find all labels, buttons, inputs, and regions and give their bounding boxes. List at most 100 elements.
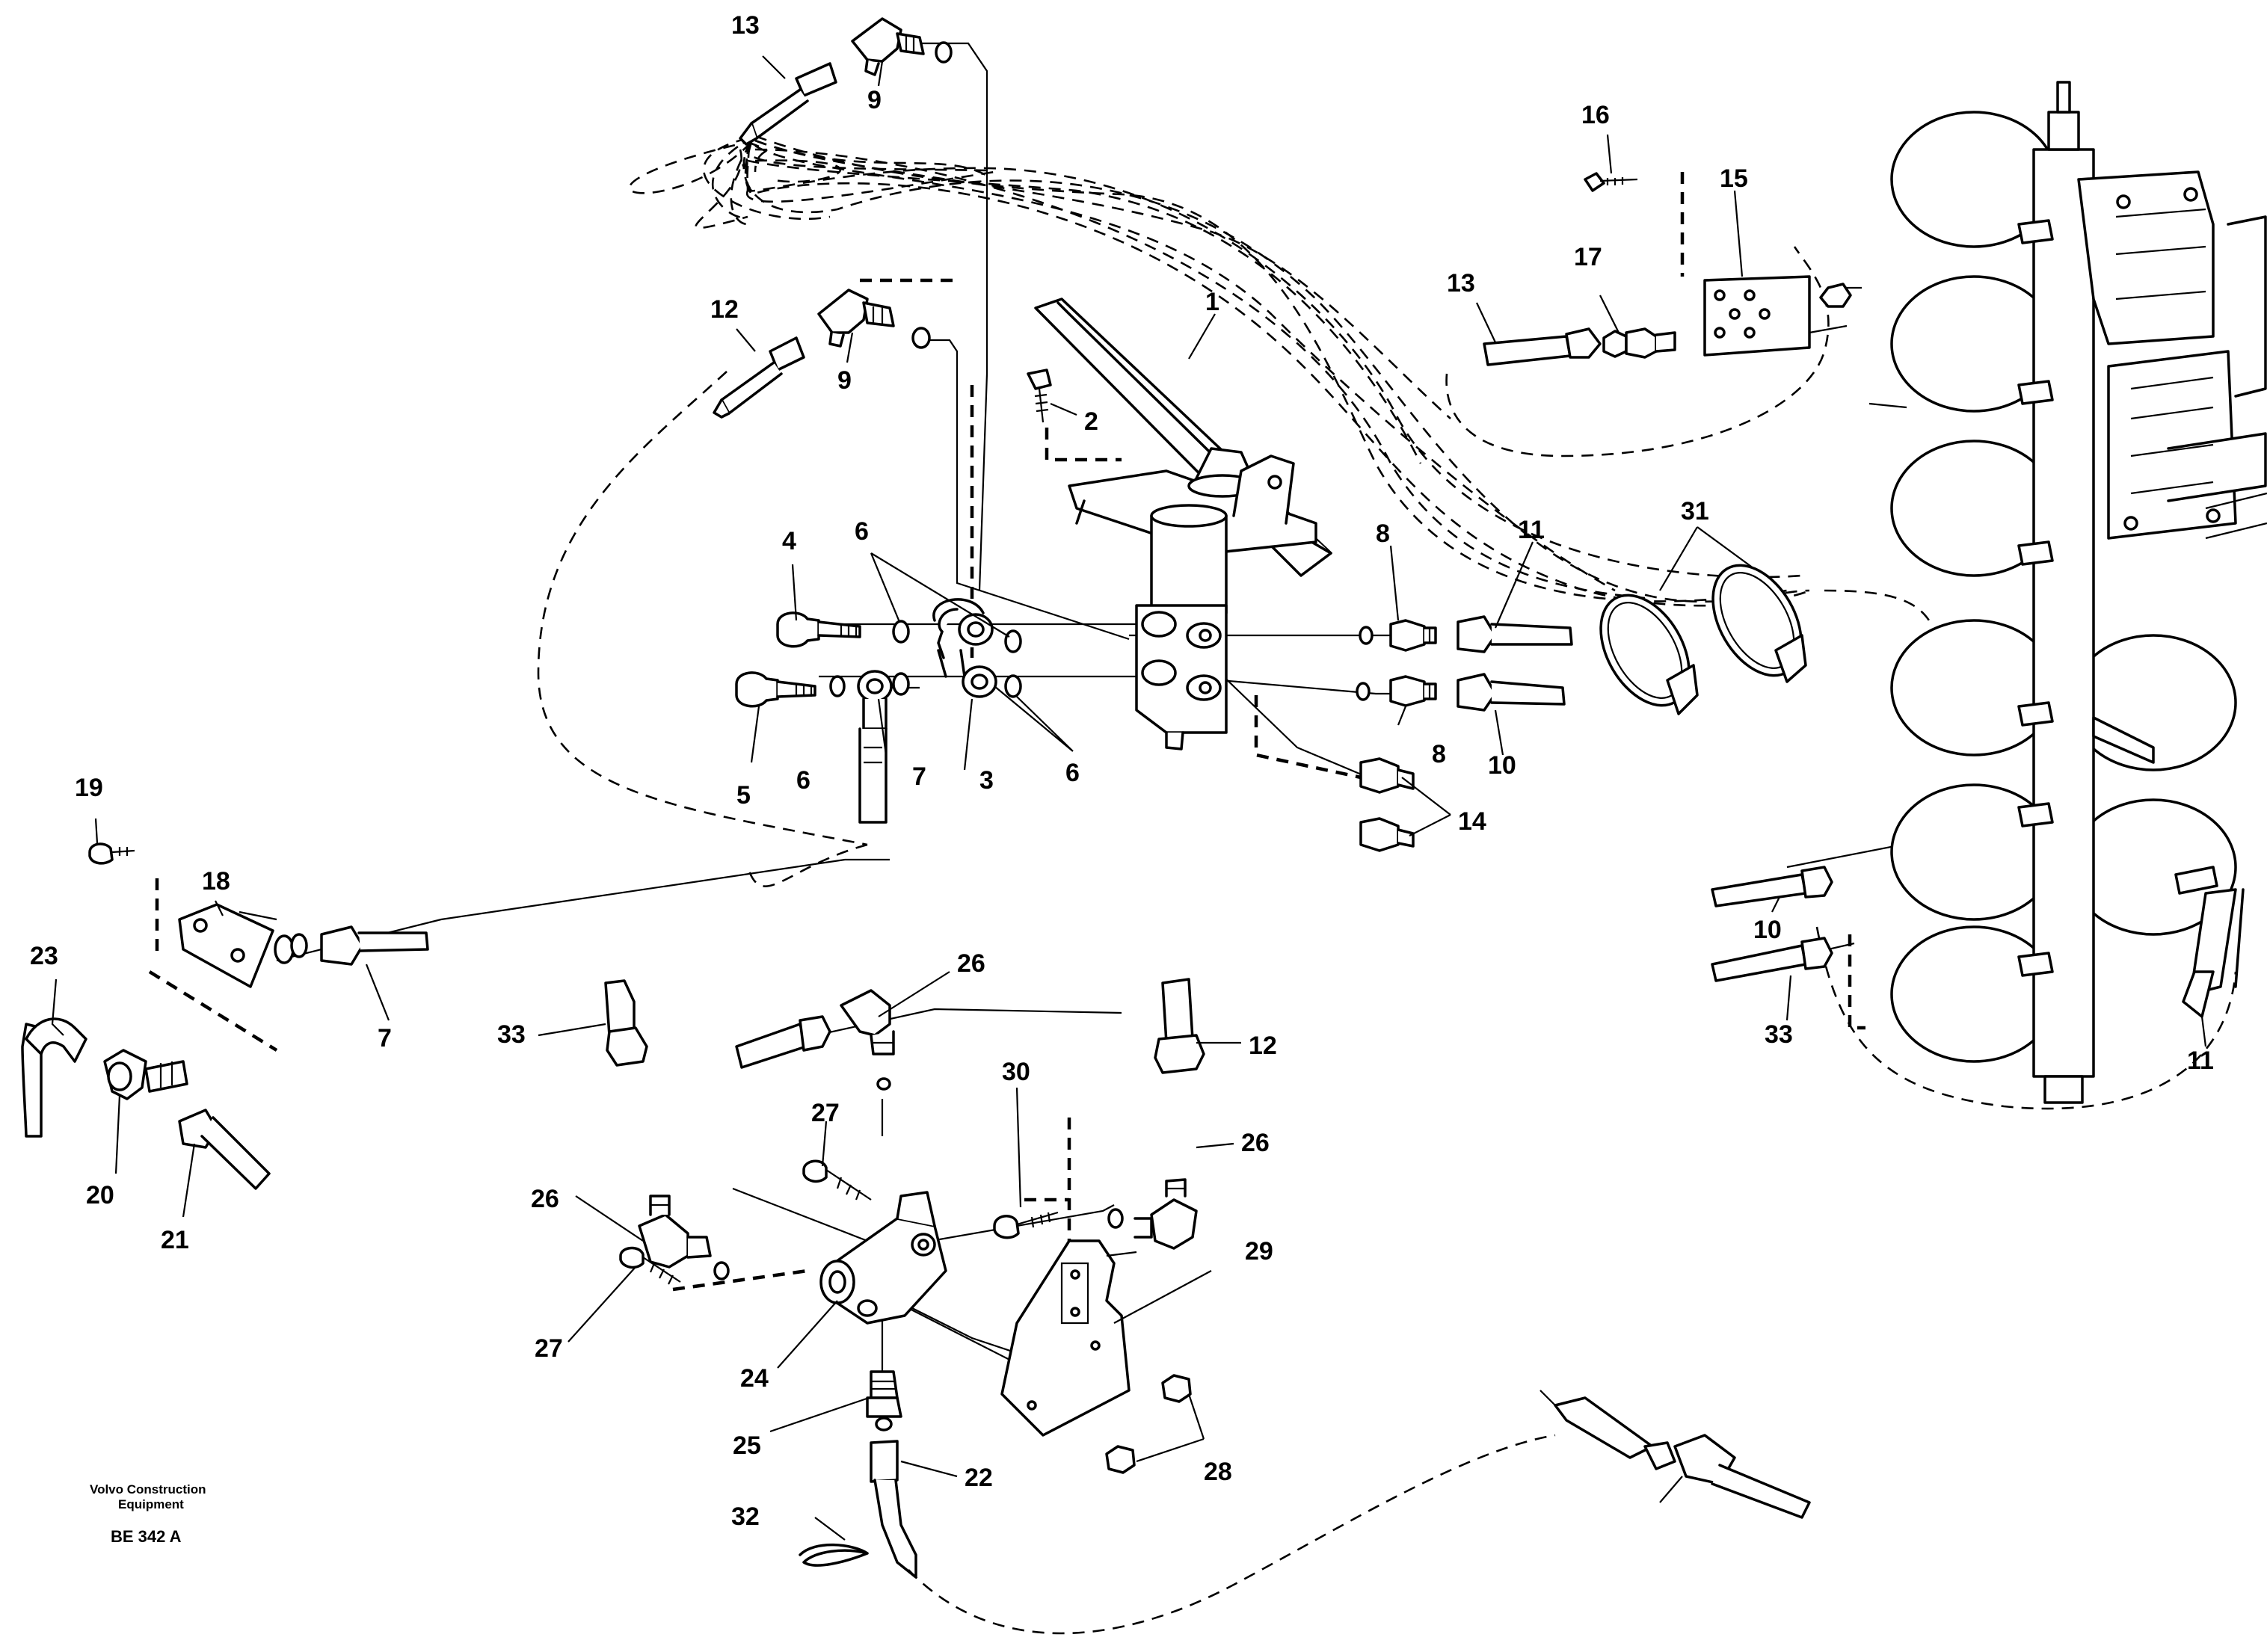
bolt-27-lower [619, 1246, 681, 1285]
hose-clamps-31 [1599, 564, 1807, 715]
dashed-hose-routes [628, 135, 1810, 607]
dashed-routes-primary [537, 138, 2237, 1110]
callout-19: 19 [75, 774, 103, 802]
callout-16: 16 [1581, 101, 1610, 129]
callout-5: 5 [736, 781, 751, 810]
bolt-27-upper [802, 1159, 872, 1201]
brake-line-end [908, 1390, 1811, 1635]
callout-20: 20 [86, 1181, 114, 1209]
bolt-2 [1027, 369, 1052, 423]
fitting-20 [103, 1049, 188, 1100]
callout-7b: 7 [378, 1024, 392, 1052]
callout-11b: 11 [2187, 1047, 2214, 1075]
elbow-26-upper [840, 989, 895, 1091]
hose-23 [21, 1017, 87, 1138]
callout-33a: 33 [497, 1020, 526, 1049]
hose-22 [870, 1440, 917, 1579]
callout-22: 22 [965, 1464, 993, 1492]
hose-end-13-right [1483, 327, 1602, 366]
elbow-fitting-9-mid [817, 289, 931, 349]
callout-26b: 26 [1241, 1129, 1270, 1157]
callout-28: 28 [1204, 1458, 1232, 1486]
callout-21: 21 [161, 1226, 189, 1254]
callout-24: 24 [740, 1364, 769, 1393]
callout-2: 2 [1084, 407, 1098, 436]
callout-6b: 6 [796, 766, 810, 795]
adapter-25 [866, 1370, 902, 1431]
nuts-28 [1105, 1374, 1192, 1474]
callout-11a: 11 [1518, 516, 1545, 544]
banjo-fitting-7 [857, 670, 893, 824]
plate-18 [178, 903, 274, 988]
sensor-fitting-8-lower [1356, 675, 1437, 707]
brand-line-1: Volvo Construction [90, 1482, 206, 1497]
callout-12b: 12 [1249, 1032, 1277, 1060]
callout-31: 31 [1681, 497, 1709, 526]
callout-14: 14 [1458, 807, 1486, 836]
elbow-fitting-9-top [851, 17, 953, 76]
callout-6a: 6 [855, 517, 869, 546]
elbow-26-right [1107, 1178, 1198, 1250]
callout-25: 25 [733, 1431, 761, 1460]
tee-valve-24 [819, 1191, 947, 1325]
washer-nut-18 [274, 933, 308, 964]
callout-3: 3 [979, 766, 994, 795]
callout-4: 4 [782, 527, 796, 555]
callout-9a: 9 [867, 86, 882, 114]
callout-33b: 33 [1765, 1020, 1793, 1049]
adapter-17 [1602, 327, 1676, 359]
brand-line-2: Equipment [118, 1497, 184, 1511]
callout-1: 1 [1205, 288, 1219, 316]
bolt-16 [1584, 172, 1638, 192]
callout-27b: 27 [535, 1334, 563, 1363]
hose-end-12-lower [1154, 978, 1205, 1074]
callout-6c: 6 [1065, 759, 1080, 787]
clip-32 [799, 1543, 869, 1567]
callout-29: 29 [1245, 1237, 1273, 1266]
callout-15: 15 [1720, 164, 1748, 193]
brake-pedal-valve [1034, 298, 1332, 751]
banjo-bolt-4 [776, 611, 861, 648]
hose-end-7-left [320, 925, 429, 966]
callout-12a: 12 [710, 295, 739, 324]
gauge-block [1890, 81, 2267, 1104]
hose-end-33-lower [604, 979, 648, 1067]
bolt-19 [88, 842, 135, 865]
hose-end-10-right [1711, 866, 1833, 907]
drawing-code: BE 342 A [111, 1527, 182, 1546]
hose-end-33-right [1711, 937, 1833, 982]
callout-10b: 10 [1753, 916, 1782, 944]
sensor-fitting-8-upper [1359, 619, 1437, 652]
hose-end-12-mid [713, 336, 805, 419]
banjo-bolt-5 [735, 671, 816, 708]
callout-13b: 13 [1447, 269, 1475, 298]
callout-13a: 13 [731, 11, 760, 40]
callout-8b: 8 [1432, 740, 1446, 768]
callout-10a: 10 [1488, 751, 1516, 780]
mounting-plate-15 [1703, 275, 1811, 357]
callout-18: 18 [202, 867, 230, 896]
callout-27a: 27 [811, 1099, 840, 1127]
callout-9b: 9 [837, 366, 852, 395]
callout-7a: 7 [912, 762, 926, 791]
callout-numbers: 1 2 3 4 5 6 6 6 7 7 8 8 9 9 10 10 11 11 … [30, 11, 2214, 1531]
nut-15 [1819, 283, 1852, 308]
callout-23: 23 [30, 942, 58, 970]
callout-26c: 26 [531, 1185, 559, 1213]
bolt-30 [993, 1211, 1059, 1239]
callout-32: 32 [731, 1502, 760, 1531]
callout-30: 30 [1002, 1058, 1030, 1086]
callout-leaders [51, 55, 2207, 1541]
hose-end-10 [1457, 673, 1566, 712]
bracket-29 [1000, 1239, 1137, 1437]
callout-8a: 8 [1376, 520, 1390, 548]
washers-6 [829, 620, 1022, 698]
callout-26a: 26 [957, 949, 985, 978]
callout-17: 17 [1574, 243, 1602, 271]
hose-end-11-upper [1457, 615, 1573, 653]
pressure-sensors-14 [1359, 757, 1415, 852]
hose-end-mid [735, 1015, 831, 1069]
hose-end-21 [178, 1109, 271, 1190]
hose-end-13-top [739, 62, 837, 146]
